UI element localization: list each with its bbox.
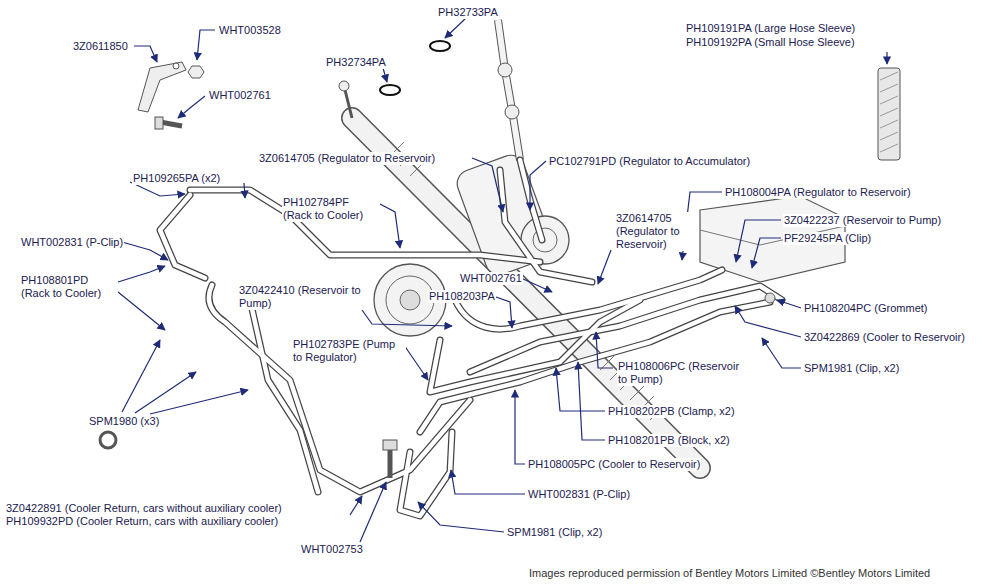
part-label: WHT003528: [218, 24, 282, 37]
part-label: WHT002753: [300, 543, 364, 556]
part-label: PH32733PA: [437, 6, 499, 19]
part-label: 3Z0422869 (Cooler to Reservoir): [803, 331, 966, 344]
part-label: 3Z0422237 (Reservoir to Pump): [783, 214, 942, 227]
part-label: PH109191PA (Large Hose Sleeve): [685, 22, 856, 35]
part-label: 3Z0422410 (Reservoir to Pump): [238, 284, 364, 310]
part-label: SPM1981 (Clip, x2): [506, 526, 603, 539]
part-label: PH108006PC (Reservoir to Pump): [617, 360, 741, 386]
part-label: PH108204PC (Grommet): [803, 302, 929, 315]
part-label: PH102784PF (Rack to Cooler): [282, 196, 380, 222]
part-label: 3Z0422891 (Cooler Return, cars without a…: [5, 502, 283, 515]
part-label: PH108801PD (Rack to Cooler): [20, 274, 118, 300]
part-label: SPM1981 (Clip, x2): [803, 362, 900, 375]
part-label: 3Z0614705 (Regulator to Reservoir): [615, 212, 699, 251]
part-label: PH109192PA (Small Hose Sleeve): [685, 36, 856, 49]
part-label: PH108202PB (Clamp, x2): [607, 405, 736, 418]
part-label: WHT002761: [208, 89, 272, 102]
part-label: PH108005PC (Cooler to Reservoir): [527, 458, 701, 471]
part-label: 3Z0614705 (Regulator to Reservoir): [258, 152, 436, 165]
part-label: WHT002831 (P-Clip): [527, 488, 631, 501]
part-label: PH109265PA (x2): [132, 172, 221, 185]
part-label: 3Z0611850: [72, 40, 129, 53]
part-label: WHT002761: [459, 272, 523, 285]
part-label: PH32734PA: [325, 56, 387, 69]
part-label: PH102783PE (Pump to Regulator): [292, 338, 406, 364]
part-label: WHT002831 (P-Clip): [20, 236, 124, 249]
part-label: PH108201PB (Block, x2): [607, 434, 731, 447]
part-label: PH108203PA: [428, 290, 496, 303]
copyright-note: Images reproduced permission of Bentley …: [528, 567, 931, 580]
part-label: SPM1980 (x3): [88, 415, 160, 428]
part-label: PH109932PD (Cooler Return, cars with aux…: [5, 515, 279, 528]
part-label: PH108004PA (Regulator to Reservoir): [724, 186, 912, 199]
part-label: PC102791PD (Regulator to Accumulator): [548, 155, 751, 168]
part-label: PF29245PA (Clip): [783, 232, 872, 245]
